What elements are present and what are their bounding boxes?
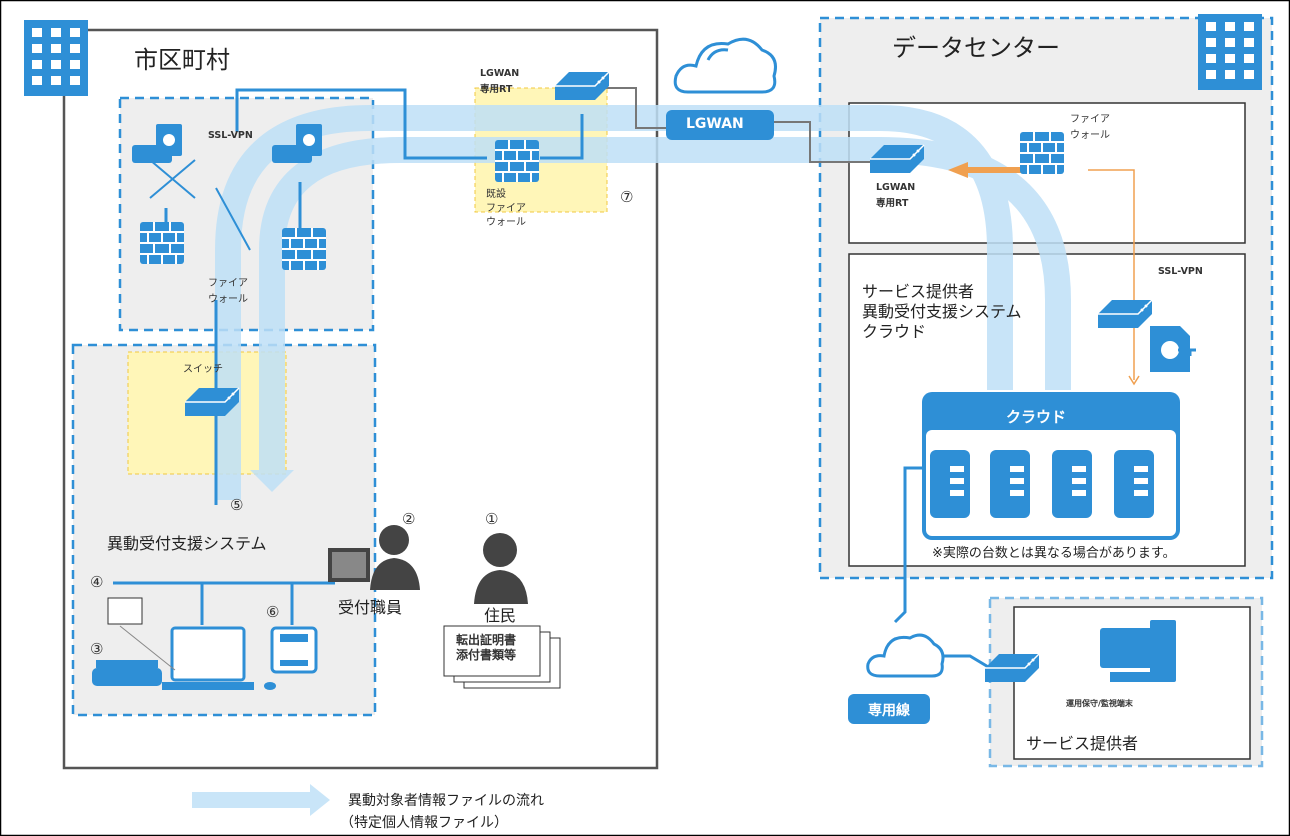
server-note: ※実際の台数とは異なる場合があります。 — [932, 546, 1176, 561]
system-label: 異動受付支援システム — [107, 534, 267, 553]
dc-vpn-key-icon — [1150, 326, 1196, 372]
number-7: ⑦ — [620, 188, 634, 206]
firewall-left-icon — [139, 221, 185, 265]
datacenter-title: データセンター — [892, 34, 1060, 62]
lgwan-badge — [666, 110, 774, 140]
existing-firewall-icon — [494, 139, 540, 183]
resident-label: 住民 — [484, 606, 517, 625]
documents-icon — [443, 625, 561, 689]
vpn-device-right-icon — [272, 124, 322, 163]
lgwan-lines — [606, 87, 872, 163]
legend-arrow — [192, 784, 330, 816]
server-icon — [1114, 450, 1154, 518]
number-5: ⑤ — [230, 496, 244, 514]
document-label: 転出証明書 添付書類等 — [456, 633, 517, 662]
server-icon — [1052, 450, 1092, 518]
server-icon — [930, 450, 970, 518]
printer-icon — [270, 626, 318, 674]
provider-title: サービス提供者 — [1026, 734, 1139, 753]
paper-icon — [107, 597, 143, 625]
legend-line2: （特定個人情報ファイル） — [340, 815, 508, 831]
dc-firewall-label: ファイア ウォール — [1070, 114, 1110, 141]
municipality-title: 市区町村 — [134, 46, 230, 74]
cloud-label: クラウド — [1006, 408, 1067, 426]
firewall-right-icon — [281, 227, 327, 271]
firewall-label: ファイア ウォール — [208, 278, 248, 305]
scanner-icon — [92, 660, 162, 686]
municipality-building-icon — [24, 20, 88, 96]
pc-icon — [162, 626, 276, 690]
number-1: ① — [485, 510, 499, 528]
lgwan-rt-label: LGWAN 専用RT — [480, 68, 520, 95]
staff-person-icon — [328, 525, 420, 590]
staff-label: 受付職員 — [338, 598, 403, 617]
cloud-box-label: サービス提供者 異動受付支援システム クラウド — [862, 282, 1022, 341]
dedicated-line-label: 専用線 — [868, 703, 910, 719]
existing-firewall-label: 既設 ファイア ウォール — [486, 189, 526, 228]
cloud-panel-inner — [926, 430, 1176, 536]
server-icon — [990, 450, 1030, 518]
vpn-label: SSL-VPN — [208, 130, 253, 141]
provider-terminal-icon — [1100, 620, 1176, 682]
dc-vpn-label: SSL-VPN — [1158, 266, 1203, 277]
dedicated-cloud-icon — [866, 633, 945, 678]
number-2: ② — [402, 510, 416, 528]
lgwan-cloud-icon — [673, 37, 777, 94]
lgwan-label: LGWAN — [686, 116, 744, 132]
resident-person-icon — [474, 533, 528, 604]
legend-line1: 異動対象者情報ファイルの流れ — [348, 793, 544, 809]
dc-lgwan-rt-label: LGWAN 専用RT — [876, 182, 916, 209]
number-3: ③ — [90, 640, 104, 658]
number-6: ⑥ — [266, 603, 280, 621]
terminal-label: 運用保守/監視端末 — [1066, 699, 1133, 708]
dc-firewall-icon — [1019, 131, 1065, 175]
datacenter-building-icon — [1198, 14, 1262, 90]
dedicated-line-badge — [848, 694, 930, 724]
switch-label: スイッチ — [183, 364, 223, 375]
number-4: ④ — [90, 573, 104, 591]
vpn-device-left-icon — [132, 124, 182, 163]
